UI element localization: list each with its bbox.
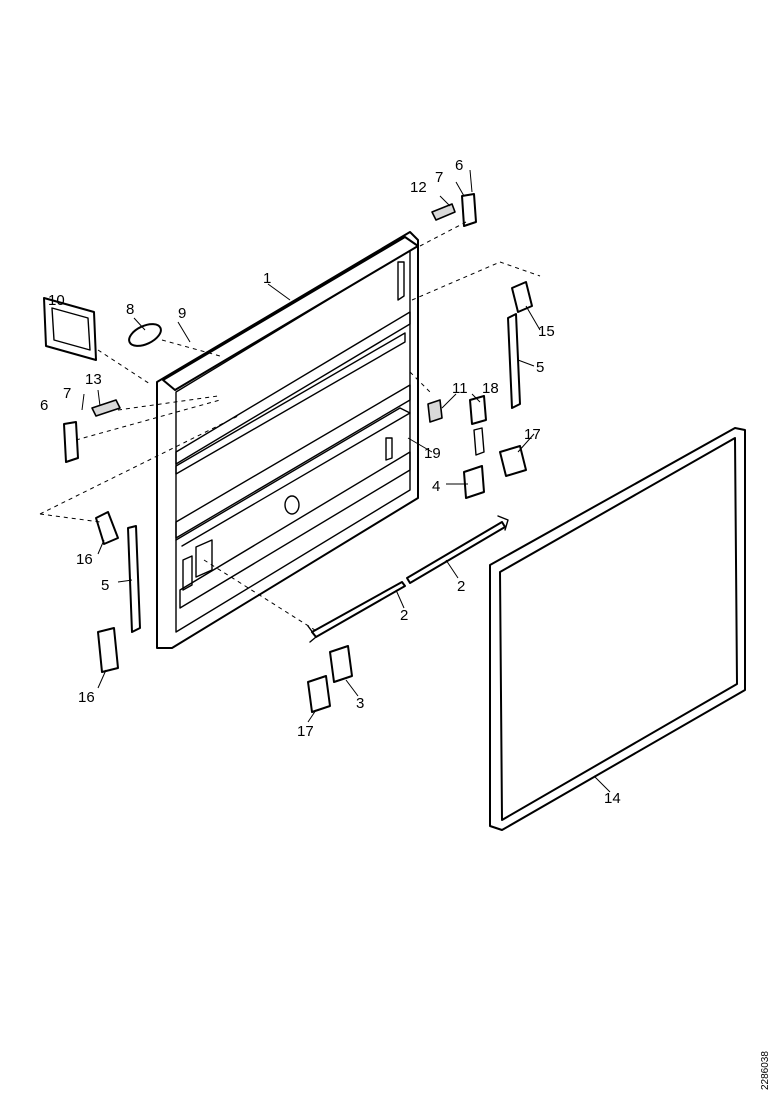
callout-11: 11 [452,380,468,397]
document-number: 2286038 [760,1051,771,1090]
leader-lines [39,169,611,793]
callout-9: 9 [178,305,186,322]
callout-5-right: 5 [536,359,544,376]
callout-13: 13 [85,371,102,388]
callout-18: 18 [482,380,499,397]
callout-3: 3 [356,695,364,712]
callout-12: 12 [410,179,427,196]
part-door-frame [156,231,419,649]
callout-19: 19 [424,445,441,462]
callout-4: 4 [432,478,440,495]
callout-8: 8 [126,301,134,318]
callout-10: 10 [48,292,65,309]
callout-7-top: 7 [435,169,443,186]
callout-16-left: 16 [76,551,93,568]
callout-1: 1 [263,270,271,287]
callout-2-right: 2 [457,578,465,595]
callout-17-right: 17 [524,426,541,443]
part-hinge-rods [307,515,509,643]
part-hardware [43,193,533,713]
callout-6-top: 6 [455,157,463,174]
callout-2-left: 2 [400,607,408,624]
callout-16-bottom: 16 [78,689,95,706]
callout-14: 14 [604,790,621,807]
callout-17-bottom: 17 [297,723,314,740]
part-door-gasket [489,427,746,831]
callout-labels: 1 2 2 3 4 5 5 6 6 7 7 8 9 10 11 12 13 14… [40,157,621,807]
callout-6-left: 6 [40,397,48,414]
callout-7-left: 7 [63,385,71,402]
callout-15: 15 [538,323,555,340]
callout-5-left: 5 [101,577,109,594]
